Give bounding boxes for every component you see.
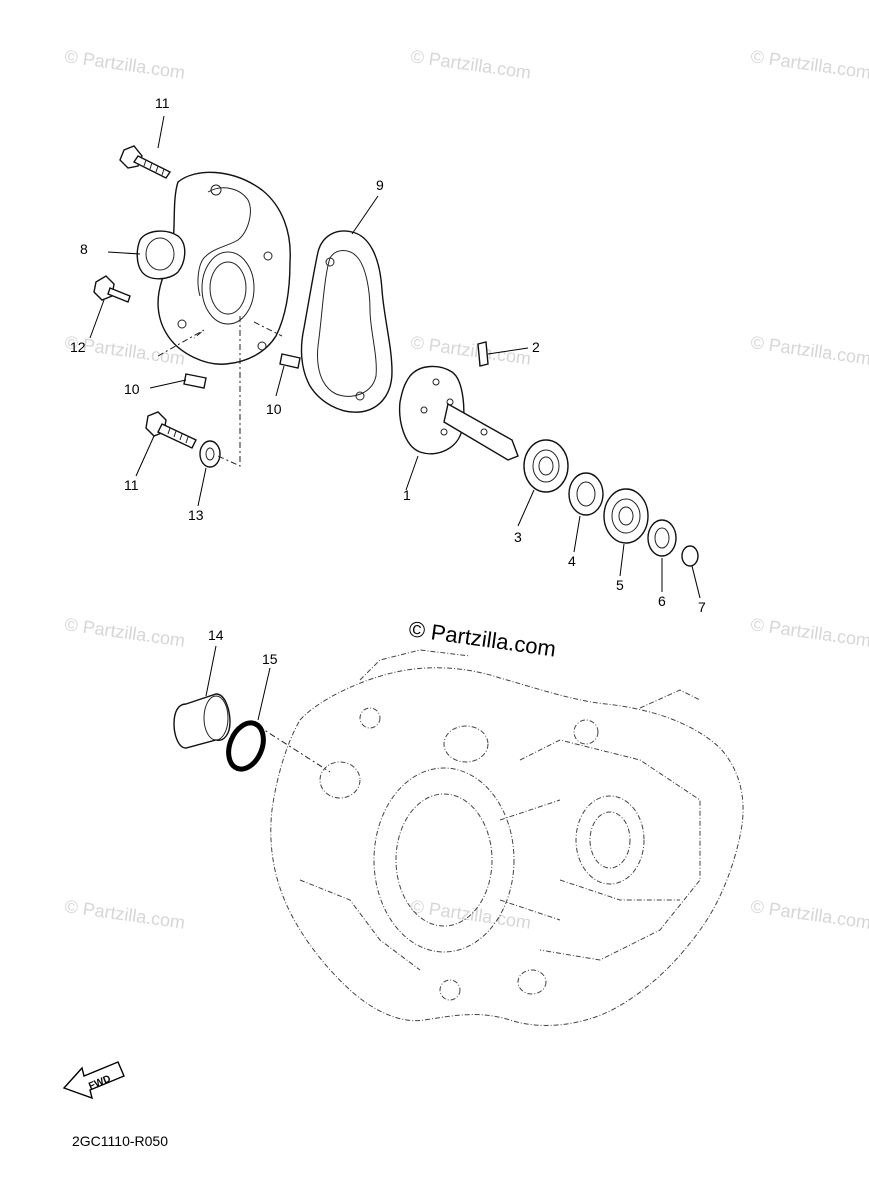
bolt-upper bbox=[119, 145, 172, 179]
watermark: © Partzilla.com bbox=[749, 332, 869, 369]
callout-11-upper: 11 bbox=[155, 95, 170, 111]
watermark: © Partzilla.com bbox=[749, 46, 869, 83]
callout-12: 12 bbox=[70, 339, 86, 355]
callout-4: 4 bbox=[568, 553, 576, 569]
callout-10-right: 10 bbox=[266, 401, 282, 417]
watermark-main: © Partzilla.com bbox=[407, 616, 557, 661]
o-ring bbox=[226, 720, 266, 772]
callout-2: 2 bbox=[532, 339, 540, 355]
impeller-shaft bbox=[398, 365, 519, 461]
diagram-code: 2GC1110-R050 bbox=[72, 1133, 168, 1149]
callout-8: 8 bbox=[80, 241, 88, 257]
callout-5: 5 bbox=[616, 577, 624, 593]
gasket bbox=[300, 230, 393, 413]
collar bbox=[173, 693, 231, 749]
oil-seal-6 bbox=[647, 519, 677, 557]
watermark: © Partzilla.com bbox=[63, 46, 186, 83]
callouts: 1 2 3 4 5 6 7 8 9 10 10 11 11 12 13 14 1… bbox=[70, 95, 706, 667]
dowel-pin-right bbox=[279, 353, 301, 369]
callout-11-lower: 11 bbox=[124, 477, 139, 493]
watermark: © Partzilla.com bbox=[749, 614, 869, 651]
bearing-3 bbox=[523, 439, 569, 493]
callout-3: 3 bbox=[514, 529, 522, 545]
callout-10-left: 10 bbox=[124, 381, 140, 397]
pin bbox=[477, 341, 489, 367]
crankcase bbox=[270, 649, 744, 1026]
bolt-12 bbox=[93, 275, 131, 303]
dowel-pin-left bbox=[183, 373, 207, 389]
callout-14: 14 bbox=[208, 627, 224, 643]
watermark: © Partzilla.com bbox=[409, 896, 532, 933]
oil-seal-4 bbox=[568, 472, 604, 516]
watermark: © Partzilla.com bbox=[409, 46, 532, 83]
callout-15: 15 bbox=[262, 651, 278, 667]
leader-lines bbox=[89, 115, 701, 721]
watermark: © Partzilla.com bbox=[749, 896, 869, 933]
callout-13: 13 bbox=[188, 507, 204, 523]
callout-9: 9 bbox=[376, 177, 384, 193]
fwd-arrow-icon: FWD bbox=[62, 1061, 125, 1100]
water-pump-cover bbox=[136, 171, 291, 365]
watermark: © Partzilla.com bbox=[63, 896, 186, 933]
callout-7: 7 bbox=[698, 599, 706, 615]
assembly-lines bbox=[157, 316, 331, 773]
watermark: © Partzilla.com bbox=[63, 614, 186, 651]
bolt-lower bbox=[145, 411, 197, 449]
callout-6: 6 bbox=[658, 593, 666, 609]
circlip-7 bbox=[681, 545, 699, 567]
bearing-5 bbox=[603, 488, 649, 544]
washer bbox=[199, 440, 221, 468]
callout-1: 1 bbox=[403, 487, 411, 503]
